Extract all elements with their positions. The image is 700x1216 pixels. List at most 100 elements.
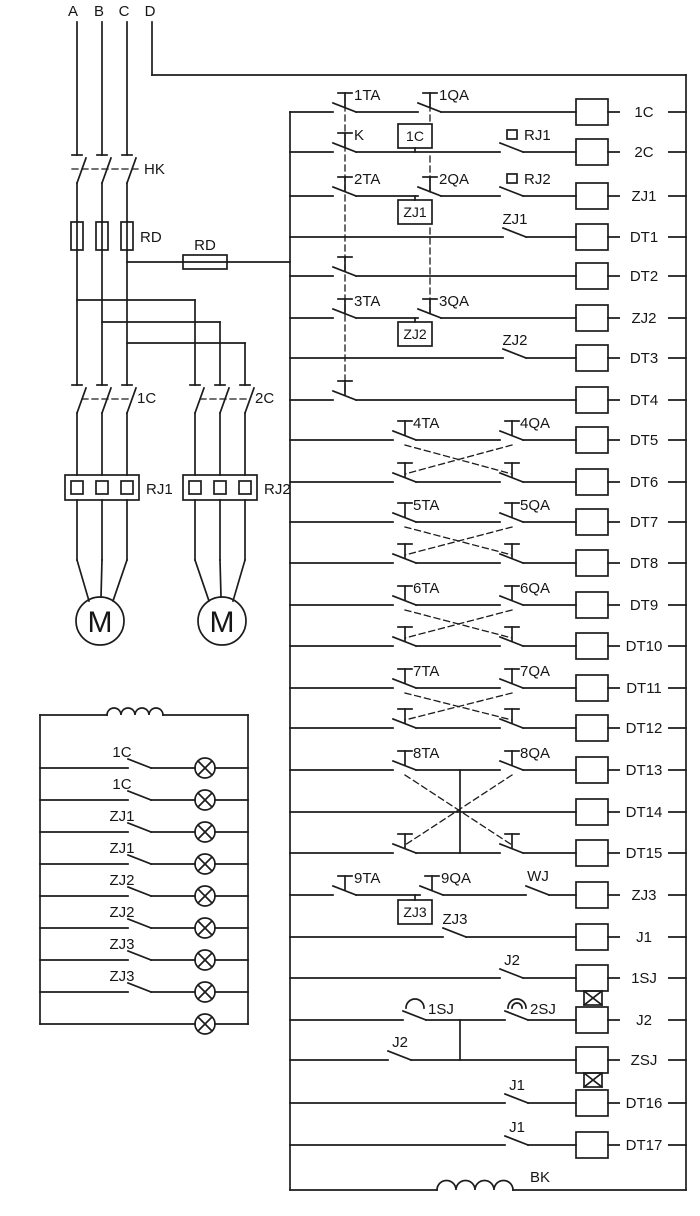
coil <box>575 798 609 826</box>
pole-blade <box>100 386 113 415</box>
contact-blade <box>524 884 551 897</box>
coil-label-bg <box>620 472 668 492</box>
coil <box>575 386 609 414</box>
contact-blade <box>126 917 153 930</box>
coil-box-label: ZJ3 <box>403 904 427 920</box>
time-delay-arc <box>405 998 425 1009</box>
contact-blade <box>126 885 153 898</box>
contact-label: 4QA <box>520 415 550 432</box>
labels-layer: A B C D HK RD RD 1C 2C RJ1 RJ2 M M 1TA 1… <box>68 3 662 1186</box>
contact-label: K <box>354 127 364 144</box>
contact-label: ZJ3 <box>442 911 467 928</box>
coil-label: DT9 <box>630 597 658 614</box>
coil-label: DT16 <box>626 1095 663 1112</box>
heater-element <box>95 480 109 495</box>
coil-label-bg <box>620 308 668 328</box>
coil <box>575 262 609 290</box>
contact-blade <box>386 1049 413 1062</box>
coil-label-bg <box>620 1093 668 1113</box>
pole-blade <box>75 386 88 415</box>
coil <box>575 674 609 702</box>
coil-label: DT3 <box>630 350 658 367</box>
coil <box>575 1131 609 1159</box>
coil-label-bg <box>620 142 668 162</box>
motor-lead <box>219 559 222 598</box>
pole-blade <box>75 156 88 185</box>
coil <box>575 138 609 166</box>
lamp-contact-label: ZJ2 <box>109 872 134 889</box>
coil-label: ZJ1 <box>631 188 656 205</box>
knife-switch-label: HK <box>144 161 165 178</box>
coil-label-bg <box>620 553 668 573</box>
contact-label: 6TA <box>413 580 439 597</box>
contact-label: 3TA <box>354 293 380 310</box>
coil <box>575 881 609 909</box>
coil-label-bg <box>620 760 668 780</box>
mechanical-linkage <box>404 609 513 639</box>
lamp-cross <box>196 951 214 969</box>
coil-label-bg <box>620 636 668 656</box>
thermal-element <box>506 129 518 140</box>
contact-blade <box>126 981 153 994</box>
motor-lead <box>111 558 129 603</box>
lamp-cross <box>196 887 214 905</box>
contact-label: 8QA <box>520 745 550 762</box>
coil <box>575 591 609 619</box>
coil-label: DT13 <box>626 762 663 779</box>
contact-label: 7QA <box>520 663 550 680</box>
coil <box>575 344 609 372</box>
contact-label: 8TA <box>413 745 439 762</box>
coil-label-bg <box>620 227 668 247</box>
coil <box>575 1089 609 1117</box>
coil <box>575 1006 609 1034</box>
coil-label: DT14 <box>626 804 663 821</box>
contact-label: 5TA <box>413 497 439 514</box>
contact-blade <box>126 789 153 802</box>
contact-blade <box>126 757 153 770</box>
coil <box>575 1046 609 1074</box>
pole-blade <box>218 386 231 415</box>
coil-label-bg <box>620 595 668 615</box>
coil-label: 1C <box>634 104 653 121</box>
contact-label: 5QA <box>520 497 550 514</box>
contact-blade <box>498 185 525 198</box>
coil <box>575 549 609 577</box>
coil-label: DT5 <box>630 432 658 449</box>
time-delay-arc <box>511 1002 523 1009</box>
contact-label: 9QA <box>441 870 471 887</box>
contact-label: ZJ2 <box>502 332 527 349</box>
coil-label-bg <box>620 885 668 905</box>
lamp-cross <box>196 855 214 873</box>
coil <box>575 839 609 867</box>
coil-label-bg <box>620 843 668 863</box>
contact-label: 2SJ <box>530 1001 556 1018</box>
contact-blade <box>501 226 528 239</box>
coil-label: ZSJ <box>631 1052 658 1069</box>
motor1-label: M <box>88 606 113 639</box>
mechanical-linkage <box>404 774 513 846</box>
lamp-contact-label: 1C <box>112 776 131 793</box>
contact-blade <box>501 347 528 360</box>
circuit-geometry <box>39 21 687 1191</box>
coil-label-bg <box>620 802 668 822</box>
overload-relay-rj1 <box>64 474 140 501</box>
contact-label: J2 <box>392 1034 408 1051</box>
heater-element <box>188 480 202 495</box>
coil-label: DT11 <box>626 680 662 697</box>
heater-element <box>120 480 134 495</box>
contact-blade <box>498 141 525 154</box>
timer-x <box>582 1071 604 1089</box>
coil <box>575 223 609 251</box>
contactor2-label: 2C <box>255 390 274 407</box>
coil-label-bg <box>620 968 668 988</box>
contact-blade <box>126 821 153 834</box>
coil <box>575 468 609 496</box>
contact-label: RJ1 <box>524 127 551 144</box>
coil-label: DT6 <box>630 474 658 491</box>
coil-label-bg <box>620 678 668 698</box>
transformer-label: BK <box>530 1169 550 1186</box>
coil-label: DT8 <box>630 555 658 572</box>
contact-label: 1QA <box>439 87 469 104</box>
